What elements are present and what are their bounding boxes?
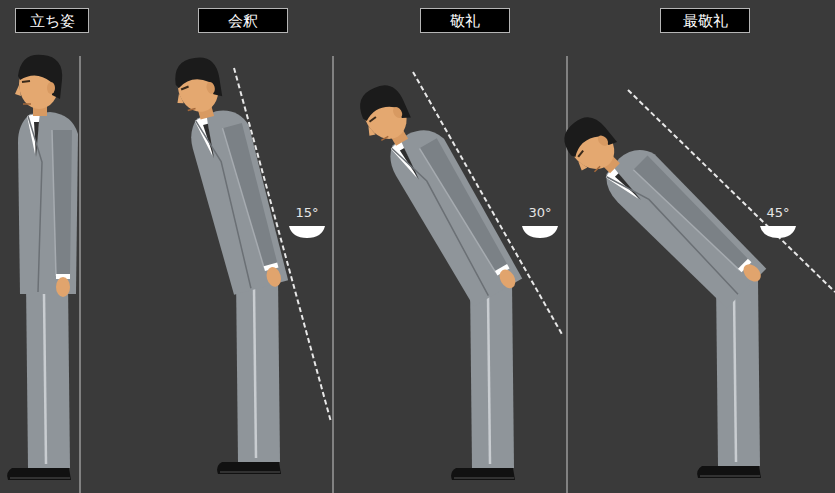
angle-label: 30° bbox=[517, 205, 563, 221]
angle-label: 45° bbox=[755, 205, 801, 221]
posture-title: 会釈 bbox=[228, 12, 258, 30]
title-box: 立ち姿 bbox=[15, 8, 89, 33]
title-box: 会釈 bbox=[198, 8, 288, 33]
posture-title: 最敬礼 bbox=[683, 12, 728, 30]
posture-title: 敬礼 bbox=[450, 12, 480, 30]
angle-label: 15° bbox=[284, 205, 330, 221]
title-box: 敬礼 bbox=[420, 8, 510, 33]
posture-title: 立ち姿 bbox=[30, 12, 75, 30]
title-box: 最敬礼 bbox=[660, 8, 750, 33]
